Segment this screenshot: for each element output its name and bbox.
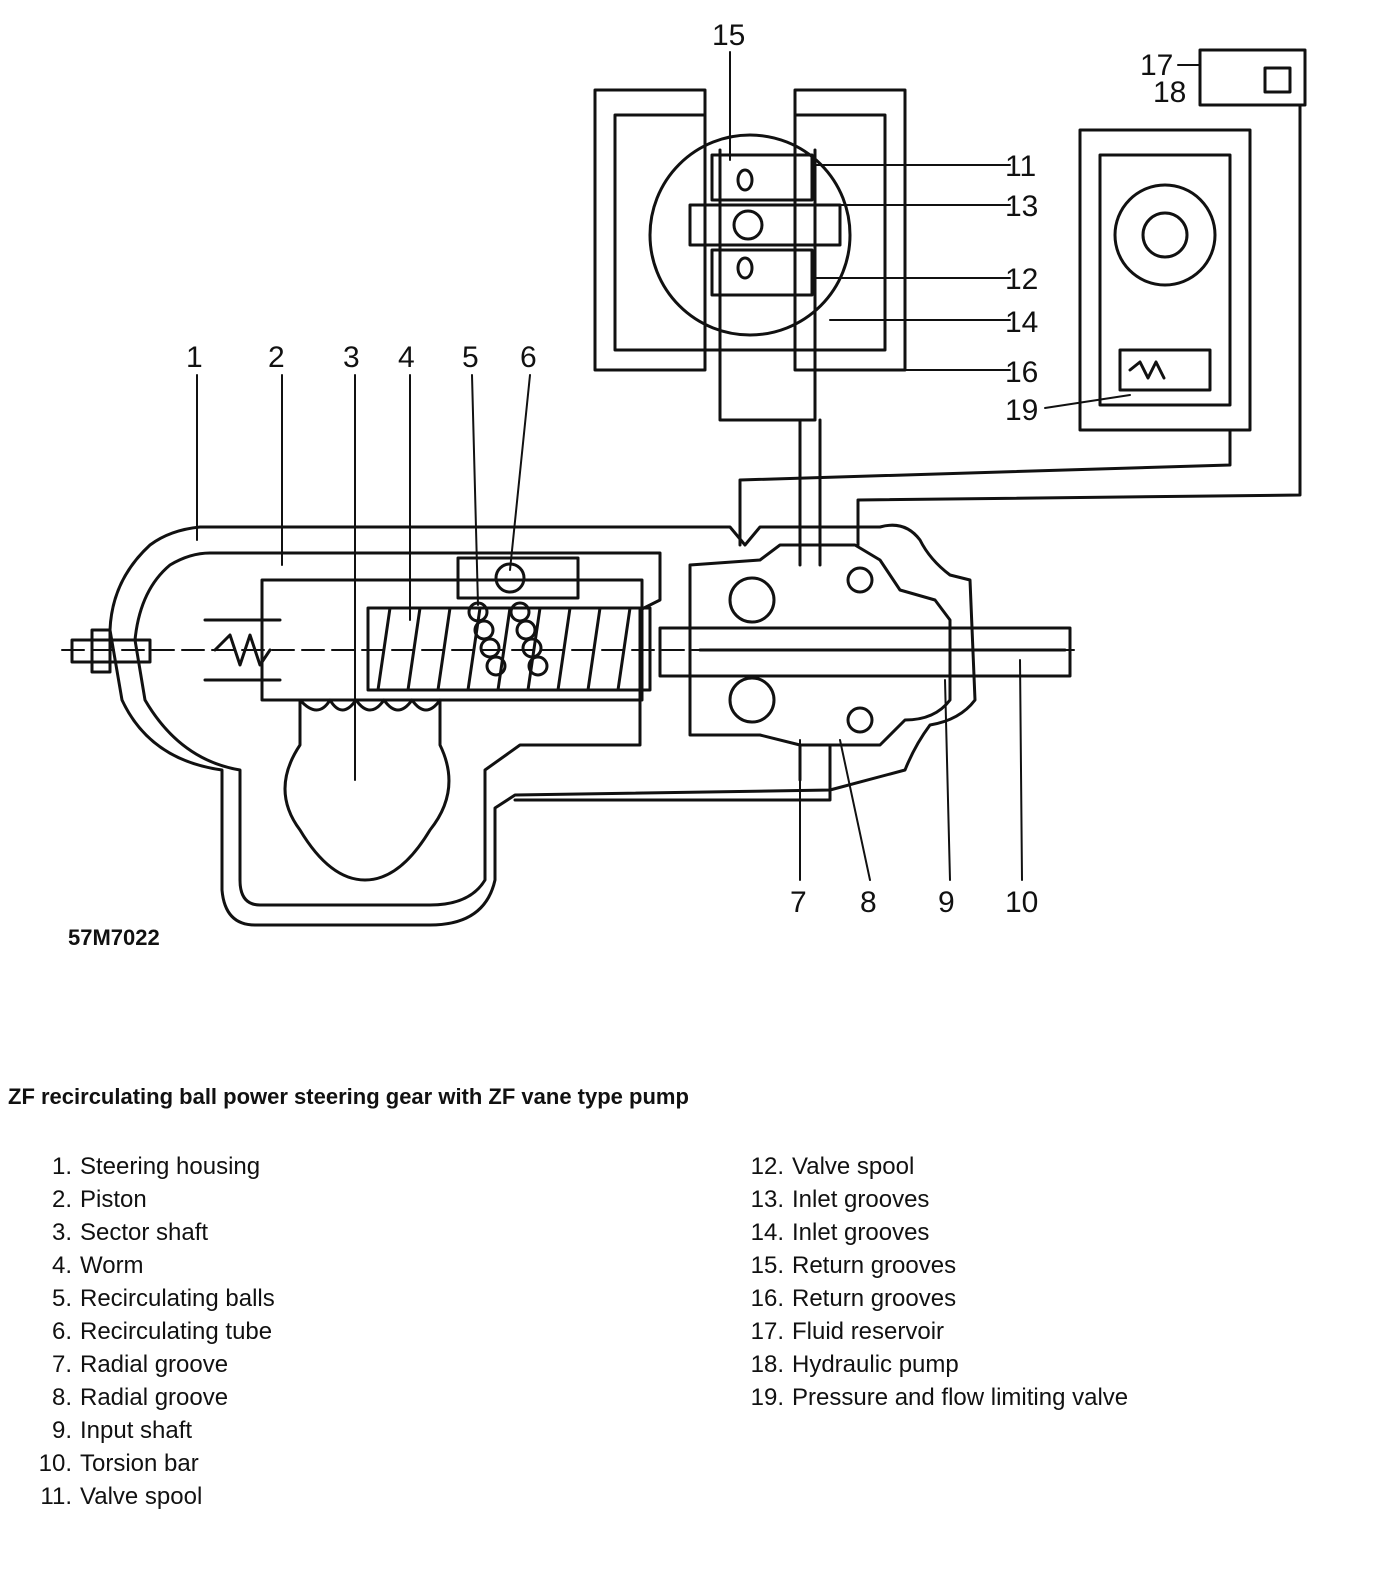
fluid-reservoir: [1198, 48, 1307, 107]
legend-number: 4.: [51, 1252, 72, 1279]
callout-10: 10: [1005, 886, 1038, 919]
legend-number: 18.: [750, 1351, 784, 1378]
legend-label: Pressure and flow limiting valve: [792, 1384, 1129, 1411]
legend-number: 9.: [51, 1417, 72, 1444]
legend-item: 1. Steering housing: [22, 1150, 275, 1183]
legend-item: 9. Input shaft: [22, 1414, 275, 1447]
legend-number: 16.: [750, 1285, 784, 1312]
legend-number: 1.: [51, 1153, 72, 1180]
legend-number: 17.: [750, 1318, 784, 1345]
control-valve: [593, 88, 907, 567]
legend-list-right: 12. Valve spool 13. Inlet grooves 14. Inlet…: [738, 1150, 1129, 1414]
callout-19: 19: [1005, 394, 1038, 427]
legend-item: 16. Return grooves: [738, 1282, 1128, 1315]
steering-housing-inner: [133, 551, 662, 907]
callout-15: 15: [712, 19, 745, 52]
callout-6: 6: [520, 341, 537, 374]
legend-item: 2. Piston: [22, 1183, 275, 1216]
legend-label: Inlet grooves: [792, 1219, 930, 1246]
legend-label: Piston: [80, 1186, 147, 1213]
steering-housing-outline: [108, 523, 977, 927]
legend-number: 6.: [51, 1318, 72, 1345]
hydraulic-pump-unit: [1078, 128, 1252, 432]
legend-item: 12. Valve spool: [738, 1150, 1128, 1183]
legend-item: 14. Inlet grooves: [738, 1216, 1128, 1249]
callout-numbers: 1 2 3 4 5 6 7 8 9 10 11 12 13 14 15 16 1…: [186, 19, 1186, 919]
legend-item: 18. Hydraulic pump: [738, 1348, 1128, 1381]
legend-item: 8. Radial groove: [22, 1381, 275, 1414]
legend-label: Input shaft: [80, 1417, 193, 1444]
pressure-line: [856, 103, 1302, 547]
callout-9: 9: [938, 886, 955, 919]
legend-label: Inlet grooves: [792, 1186, 930, 1213]
legend-list-left: 1. Steering housing 2. Piston 3. Sector sha…: [22, 1150, 275, 1513]
legend-number: 5.: [51, 1285, 72, 1312]
legend-item: 19. Pressure and flow limiting valve: [738, 1381, 1129, 1414]
legend-label: Return grooves: [792, 1285, 957, 1312]
legend-label: Worm: [80, 1252, 144, 1279]
figure-title: ZF recirculating ball power steering gea…: [8, 1084, 689, 1109]
callout-8: 8: [860, 886, 877, 919]
callout-14: 14: [1005, 306, 1038, 339]
callout-16: 16: [1005, 356, 1038, 389]
input-shaft: [658, 626, 1072, 678]
legend-label: Radial groove: [80, 1384, 229, 1411]
callout-12: 12: [1005, 263, 1038, 296]
callout-13: 13: [1005, 190, 1038, 223]
legend-number: 14.: [750, 1219, 784, 1246]
legend-label: Valve spool: [80, 1483, 203, 1510]
callout-17: 17: [1140, 49, 1173, 82]
legend-label: Sector shaft: [80, 1219, 209, 1246]
legend-number: 11.: [40, 1483, 72, 1510]
legend-label: Steering housing: [80, 1153, 261, 1180]
legend-item: 10. Torsion bar: [22, 1447, 275, 1480]
legend-label: Radial groove: [80, 1351, 229, 1378]
legend-item: 17. Fluid reservoir: [738, 1315, 1128, 1348]
return-line: [738, 428, 1232, 547]
legend-label: Return grooves: [792, 1252, 957, 1279]
legend-number: 8.: [51, 1384, 72, 1411]
legend-item: 15. Return grooves: [738, 1249, 1128, 1282]
legend-label: Fluid reservoir: [792, 1318, 945, 1345]
legend-label: Recirculating balls: [80, 1285, 275, 1312]
legend-item: 6. Recirculating tube: [22, 1315, 275, 1348]
legend-number: 15.: [750, 1252, 784, 1279]
recirculating-balls: [467, 601, 549, 677]
legend-label: Hydraulic pump: [792, 1351, 959, 1378]
figure-code: 57M7022: [68, 925, 160, 950]
legend-item: 3. Sector shaft: [22, 1216, 275, 1249]
legend-number: 19.: [750, 1384, 784, 1411]
steering-gear-diagram: 1 2 3 4 5 6 7 8 9 10 11 12 13 14 15 16 1…: [61, 19, 1307, 950]
legend-number: 10.: [38, 1450, 72, 1477]
callout-11: 11: [1005, 150, 1036, 183]
callout-5: 5: [462, 341, 479, 374]
adjusting-bolt: [70, 628, 152, 674]
sector-shaft: [283, 698, 451, 882]
legend-item: 13. Inlet grooves: [738, 1183, 1128, 1216]
callout-2: 2: [268, 341, 285, 374]
legend-number: 3.: [51, 1219, 72, 1246]
legend-item: 11. Valve spool: [22, 1480, 275, 1513]
legend-label: Recirculating tube: [80, 1318, 273, 1345]
legend-number: 12.: [750, 1153, 784, 1180]
valve-housing: [688, 543, 952, 747]
legend-number: 7.: [51, 1351, 72, 1378]
piston: [260, 578, 644, 702]
legend-label: Valve spool: [792, 1153, 915, 1180]
callout-18: 18: [1153, 76, 1186, 109]
legend-label: Torsion bar: [80, 1450, 199, 1477]
legend-item: 7. Radial groove: [22, 1348, 275, 1381]
callout-4: 4: [398, 341, 415, 374]
callout-3: 3: [343, 341, 360, 374]
legend-item: 4. Worm: [22, 1249, 275, 1282]
leader-lines: [196, 51, 1201, 881]
legend-item: 5. Recirculating balls: [22, 1282, 275, 1315]
legend-number: 13.: [750, 1186, 784, 1213]
legend-number: 2.: [51, 1186, 72, 1213]
callout-1: 1: [186, 341, 203, 374]
callout-7: 7: [790, 886, 807, 919]
